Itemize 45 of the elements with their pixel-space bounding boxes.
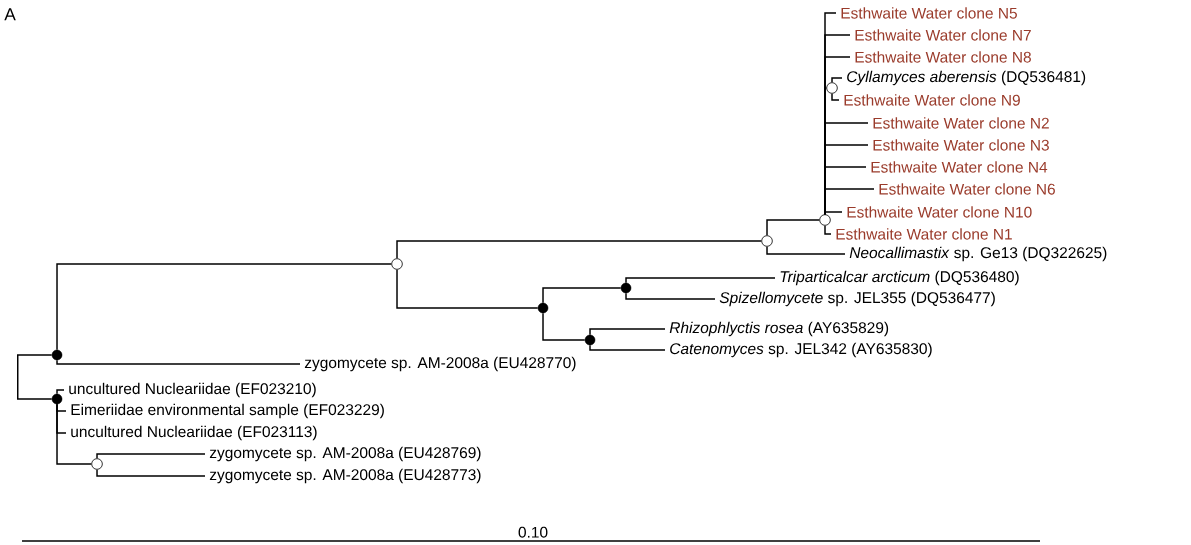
tree-branch xyxy=(589,328,666,336)
tree-branch xyxy=(824,211,843,215)
tree-branch xyxy=(396,269,539,309)
taxon-label: Esthwaite Water clone N5 xyxy=(841,7,1017,19)
tree-branch xyxy=(542,312,586,341)
tree-branch xyxy=(542,287,622,304)
taxon-label: zygomycete sp. AM-2008a (EU428773) xyxy=(209,468,481,484)
tree-branch xyxy=(824,225,832,235)
tree-branch xyxy=(766,246,846,255)
tree-branch xyxy=(17,354,53,400)
tree-branch xyxy=(56,359,301,365)
taxon-label: uncultured Nucleariidae (EF023210) xyxy=(69,382,316,398)
tree-branch xyxy=(625,277,776,284)
taxon-label: Esthwaite Water clone N2 xyxy=(873,117,1049,129)
tree-branch xyxy=(766,219,820,236)
taxon-label: Esthwaite Water clone N6 xyxy=(879,183,1055,195)
tree-branch xyxy=(96,453,206,459)
taxon-label: Esthwaite Water clone N4 xyxy=(871,161,1048,173)
taxon-label: Neocallimastix sp. Ge13 (DQ322625) xyxy=(849,246,1107,262)
taxon-label: Catenomyces sp. JEL342 (AY635830) xyxy=(670,342,932,358)
taxon-label: Esthwaite Water clone N8 xyxy=(855,51,1031,63)
tree-branch xyxy=(831,77,843,83)
taxon-label: zygomycete sp. AM-2008a (EU428770) xyxy=(304,356,576,372)
tree-branch xyxy=(831,93,840,101)
scale-label: 0.10 xyxy=(518,526,548,538)
taxon-label: Esthwaite Water clone N3 xyxy=(873,139,1049,151)
taxon-label: Esthwaite Water clone N10 xyxy=(847,206,1032,218)
taxon-label: Cyllamyces aberensis (DQ536481) xyxy=(847,70,1086,86)
taxon-label: Esthwaite Water clone N7 xyxy=(855,29,1031,41)
taxon-label: Triparticalcar arcticum (DQ536480) xyxy=(780,270,1019,286)
tree-branch xyxy=(56,403,92,465)
taxon-label: uncultured Nucleariidae (EF023113) xyxy=(71,425,317,441)
tree-branch xyxy=(589,344,666,351)
taxon-label: Esthwaite Water clone N1 xyxy=(836,228,1012,240)
taxon-label: Spizellomycete sp. JEL355 (DQ536477) xyxy=(719,291,995,307)
taxon-label: Rhizophlyctis rosea (AY635829) xyxy=(669,321,889,337)
tree-branch xyxy=(56,389,65,395)
tree-branch xyxy=(56,263,392,351)
tree-branch xyxy=(396,240,762,259)
tree-branch xyxy=(96,469,206,477)
tree-branch xyxy=(625,292,716,300)
taxon-label: Esthwaite Water clone N9 xyxy=(844,94,1020,106)
taxon-label: Eimeriidae environmental sample (EF023229) xyxy=(71,403,384,419)
panel-label: A xyxy=(4,8,16,21)
taxon-label: zygomycete sp. AM-2008a (EU428769) xyxy=(209,446,481,462)
